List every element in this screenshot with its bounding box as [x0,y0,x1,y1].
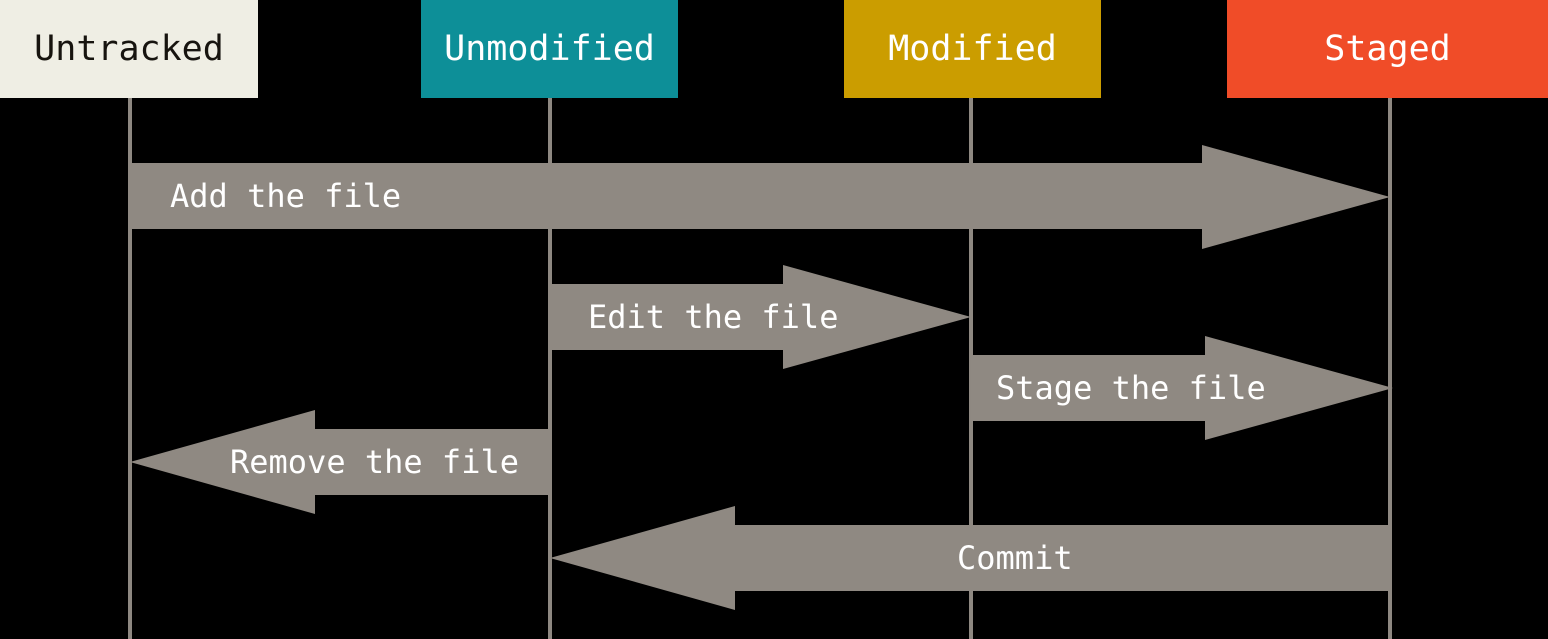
state-label-unmodified: Unmodified [444,29,655,69]
state-box-modified: Modified [844,0,1101,98]
arrow-label-remove-the-file: Remove the file [230,443,519,481]
arrowhead-right-icon [783,265,971,369]
arrow-label-commit: Commit [957,539,1073,577]
arrow-stage-the-file [971,355,1205,421]
arrow-commit [735,525,1390,591]
arrowhead-left-icon [550,506,735,610]
lifeline-untracked [128,98,132,639]
arrow-label-edit-the-file: Edit the file [588,298,839,336]
state-label-untracked: Untracked [34,29,224,69]
arrowhead-right-icon [1202,145,1390,249]
lifeline-unmodified [548,98,552,639]
state-label-staged: Staged [1324,29,1451,69]
state-box-staged: Staged [1227,0,1548,98]
arrowhead-right-icon [1205,336,1393,440]
arrow-remove-the-file [315,429,550,495]
arrowhead-left-icon [130,410,315,514]
arrow-add-the-file [130,163,1202,229]
arrow-edit-the-file [550,284,783,350]
state-box-untracked: Untracked [0,0,258,98]
state-label-modified: Modified [888,29,1057,69]
arrow-label-add-the-file: Add the file [170,177,402,215]
arrow-label-stage-the-file: Stage the file [996,369,1266,407]
state-box-unmodified: Unmodified [421,0,678,98]
